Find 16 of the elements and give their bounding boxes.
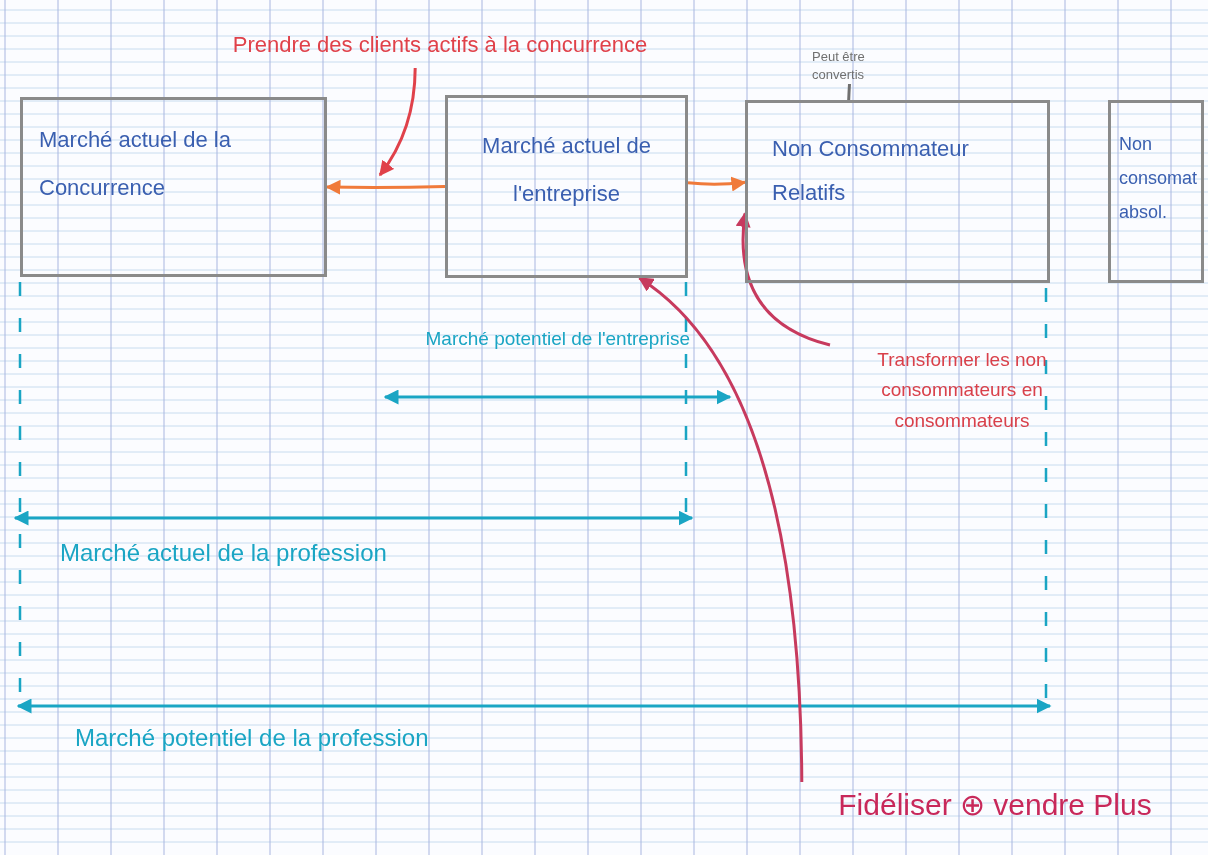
arrow: [736, 211, 831, 347]
arrow: [325, 179, 446, 195]
measure-label: Marché potentiel de l'entreprise: [424, 327, 690, 351]
leader-line: [378, 67, 417, 177]
arrow: [687, 176, 747, 192]
market-box: Marché actuel de la Concurrence: [20, 97, 327, 277]
annotation-text: Prendre des clients actifs à la concurrence: [130, 28, 750, 68]
arrow: [638, 276, 804, 783]
market-box: Non consomat absol.: [1108, 100, 1204, 283]
measure-label: Marché actuel de la profession: [60, 538, 388, 568]
annotation-text: Fidéliser ⊕ vendre Plus: [785, 782, 1205, 834]
market-box: Non Consommateur Relatifs: [745, 100, 1050, 283]
market-box: Marché actuel de l'entreprise: [445, 95, 688, 278]
annotation-text: Transformer les non consommateurs en consommateurs: [812, 345, 1112, 440]
measure-label: Marché potentiel de la profession: [75, 723, 430, 753]
annotation-text: Peut être convertis: [812, 48, 887, 84]
